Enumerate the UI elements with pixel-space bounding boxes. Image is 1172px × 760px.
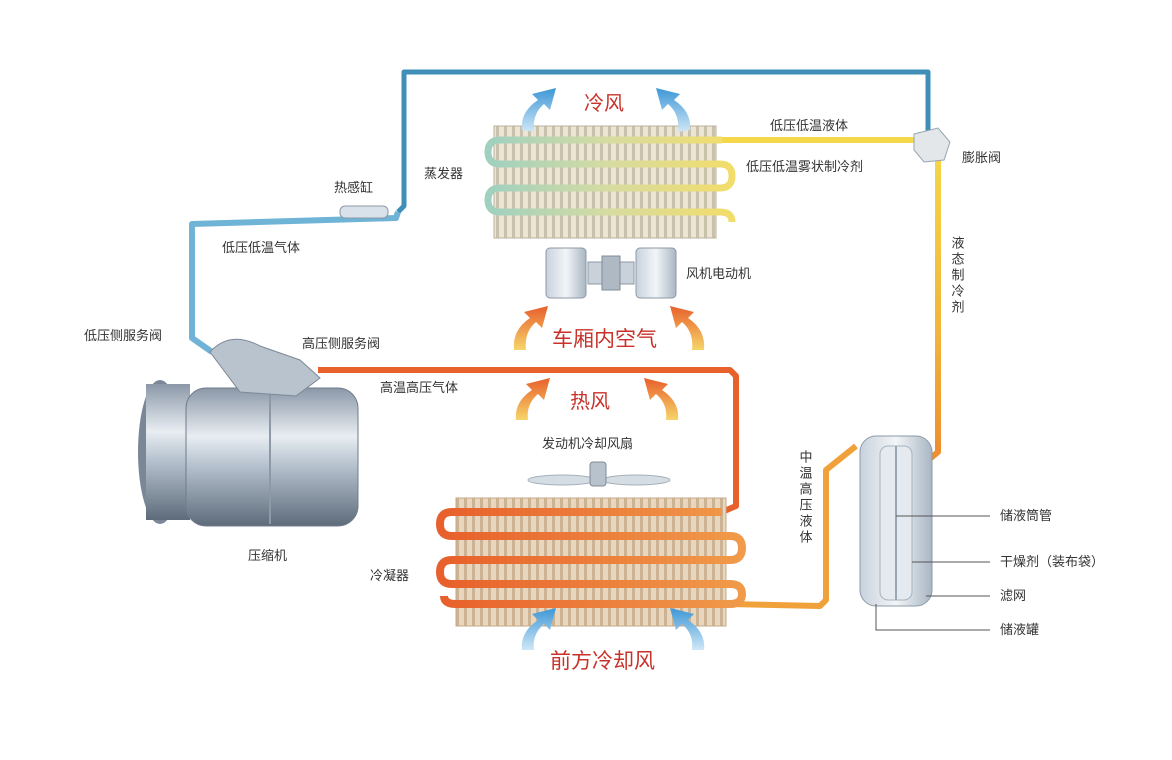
front-air-arrow-right: [670, 608, 705, 650]
label-hot-air: 热风: [570, 389, 610, 413]
label-low-side-service-valve: 低压侧服务阀: [84, 328, 162, 344]
label-front-cooling-air: 前方冷却风: [550, 649, 655, 673]
label-cabin-air: 车厢内空气: [552, 327, 657, 351]
label-high-side-service-valve: 高压侧服务阀: [302, 336, 380, 352]
front-air-arrow-left: [521, 608, 556, 650]
hot-air-arrow-right: [644, 378, 679, 420]
leader-lines: [875, 515, 990, 631]
label-engine-fan: 发动机冷却风扇: [542, 436, 633, 452]
label-liquid-refrigerant: 液态制冷剂: [949, 236, 965, 316]
hot-gas-pipe: [318, 367, 739, 515]
medium-liquid-pipe: [729, 443, 858, 609]
expansion-valve: [913, 127, 951, 163]
compressor: [138, 338, 359, 527]
cold-pipe-top: [396, 69, 931, 214]
cabin-air-arrow-left: [513, 306, 548, 350]
cabin-air-arrow-right: [670, 306, 705, 350]
cold-air-arrow-right: [656, 88, 691, 132]
label-low-pressure-liquid: 低压低温液体: [770, 119, 848, 134]
evaporator: [484, 125, 736, 239]
low-pressure-gas-pipe: [189, 211, 401, 355]
condenser: [436, 497, 746, 627]
label-high-temp-gas: 高温高压气体: [380, 380, 458, 396]
label-medium-liquid: 中温高压液体: [797, 450, 813, 546]
engine-cooling-fan: [527, 461, 671, 487]
label-evaporator: 蒸发器: [424, 166, 463, 182]
label-compressor: 压缩机: [248, 548, 287, 564]
cold-air-arrow-left: [521, 88, 556, 132]
receiver-tank: [859, 435, 933, 607]
label-low-pressure-gas: 低压低温气体: [222, 240, 300, 256]
label-receiver-tank: 储液罐: [1000, 623, 1039, 638]
sensor-bulb: [339, 205, 389, 219]
label-low-pressure-mist: 低压低温雾状制冷剂: [746, 160, 863, 175]
label-sensor-bulb: 热感缸: [334, 180, 373, 196]
label-filter: 滤网: [1000, 589, 1026, 604]
hot-air-arrow-left: [515, 378, 550, 420]
liquid-pipe-right: [722, 137, 941, 465]
blower-motor: [545, 247, 677, 299]
label-condenser: 冷凝器: [370, 568, 409, 584]
label-cold-air: 冷风: [584, 91, 624, 115]
label-blower-motor: 风机电动机: [686, 267, 751, 282]
label-receiver-tube: 储液筒管: [1000, 508, 1052, 524]
label-desiccant-bag: 干燥剂（装布袋）: [1000, 555, 1104, 570]
label-expansion-valve: 膨胀阀: [962, 151, 1001, 166]
